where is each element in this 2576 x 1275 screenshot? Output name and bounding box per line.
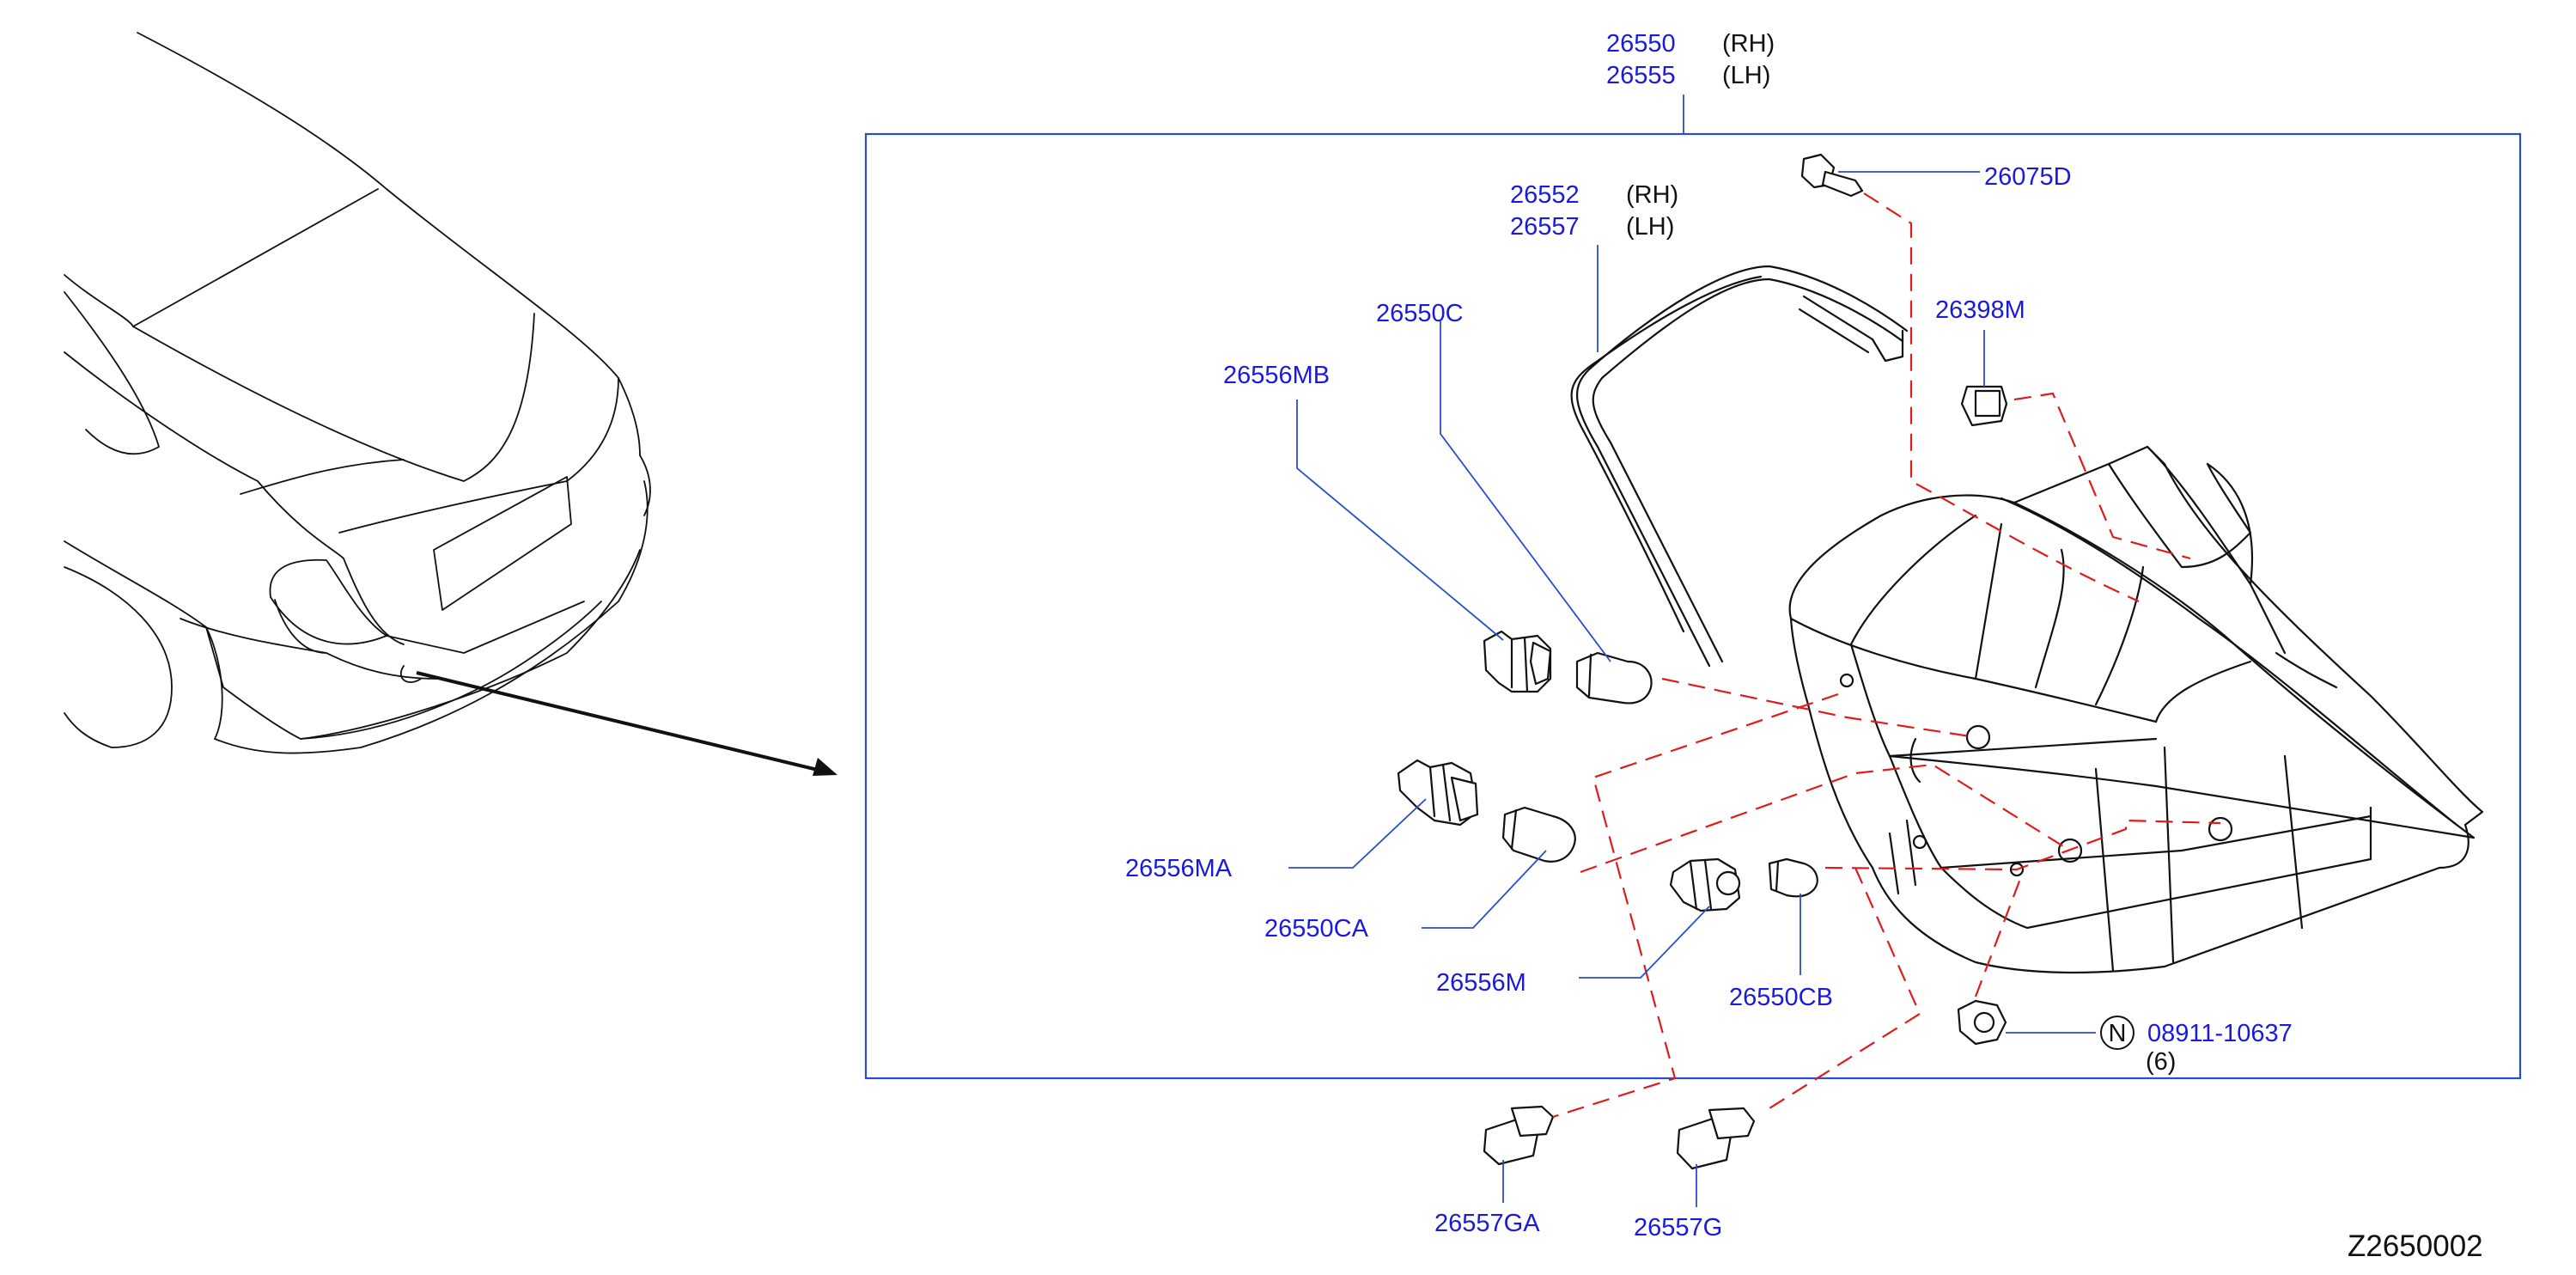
- label-08911-10637: 08911-10637: [2147, 1020, 2293, 1047]
- lamp-gasket: [1570, 265, 1909, 668]
- clip-26557ga: [1483, 1105, 1555, 1166]
- label-26552-side: (RH): [1626, 181, 1678, 209]
- label-26550ca: 26550CA: [1264, 915, 1369, 943]
- label-26552: 26552: [1510, 181, 1580, 209]
- callout-arrow: [416, 671, 837, 776]
- dashed-alignment-lines: [1552, 192, 2221, 1119]
- nut-08911-10637: [1957, 999, 2007, 1046]
- label-26550-side: (RH): [1722, 30, 1775, 58]
- label-08911-qty: (6): [2146, 1048, 2176, 1076]
- label-26556mb: 26556MB: [1223, 362, 1330, 389]
- bulb-26550c: [1575, 651, 1653, 705]
- bulb-26550ca: [1501, 806, 1576, 863]
- socket-26556mb: [1483, 630, 1552, 693]
- label-26556m: 26556M: [1436, 969, 1526, 997]
- vehicle-rear-view: [64, 32, 651, 754]
- label-26550c: 26550C: [1376, 300, 1464, 327]
- clip-26398m: [1960, 385, 2008, 427]
- assembly-box: [864, 132, 2522, 1080]
- label-26556ma: 26556MA: [1125, 855, 1233, 882]
- clip-26557g: [1676, 1107, 1756, 1170]
- socket-26556ma: [1397, 759, 1479, 827]
- screw-26075d: [1800, 153, 1864, 198]
- figure-code: Z2650002: [2348, 1229, 2483, 1263]
- label-26557: 26557: [1510, 213, 1580, 241]
- label-26550: 26550: [1606, 30, 1676, 58]
- label-26557-side: (LH): [1626, 213, 1674, 241]
- bulb-26550cb: [1768, 857, 1818, 898]
- n-circle-icon: [2100, 1016, 2134, 1050]
- label-26075d: 26075D: [1984, 163, 2072, 191]
- n-symbol: N: [2109, 1020, 2127, 1047]
- label-26557ga: 26557GA: [1434, 1210, 1540, 1237]
- label-26550cb: 26550CB: [1729, 984, 1833, 1011]
- label-26555: 26555: [1606, 62, 1676, 89]
- leader-lines: [1288, 171, 2096, 1207]
- label-26557g: 26557G: [1634, 1214, 1722, 1241]
- rear-combination-lamp: [1788, 445, 2484, 974]
- socket-26556m: [1669, 857, 1741, 912]
- label-26398m: 26398M: [1935, 296, 2025, 324]
- label-26555-side: (LH): [1722, 62, 1770, 89]
